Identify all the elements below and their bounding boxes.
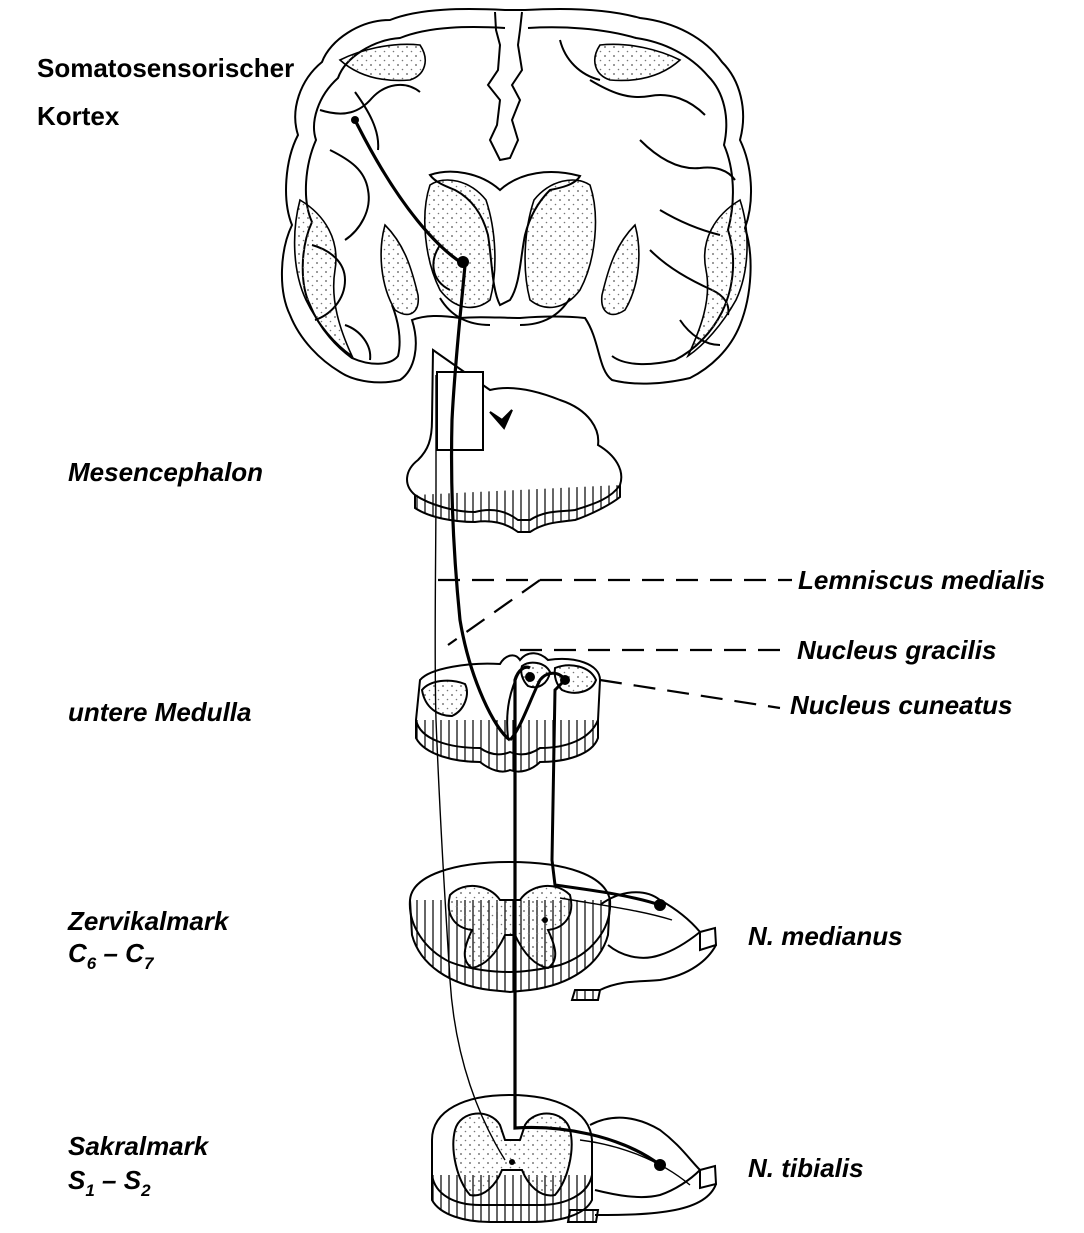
sacral-cord-section xyxy=(432,1095,716,1222)
cortex-terminal xyxy=(351,116,359,124)
leader-cuneatus xyxy=(600,680,780,708)
brain-grey-matter xyxy=(295,44,747,356)
longitudinal-fissure xyxy=(488,12,522,160)
mesencephalon-section xyxy=(407,350,621,532)
cortex-neuron xyxy=(457,256,469,268)
sacral-ganglion-neuron xyxy=(654,1159,666,1171)
cervical-cord-section xyxy=(410,862,716,1000)
cervical-ganglion-neuron xyxy=(654,899,666,911)
cuneatus-neuron xyxy=(560,675,570,685)
gracilis-neuron xyxy=(525,672,535,682)
